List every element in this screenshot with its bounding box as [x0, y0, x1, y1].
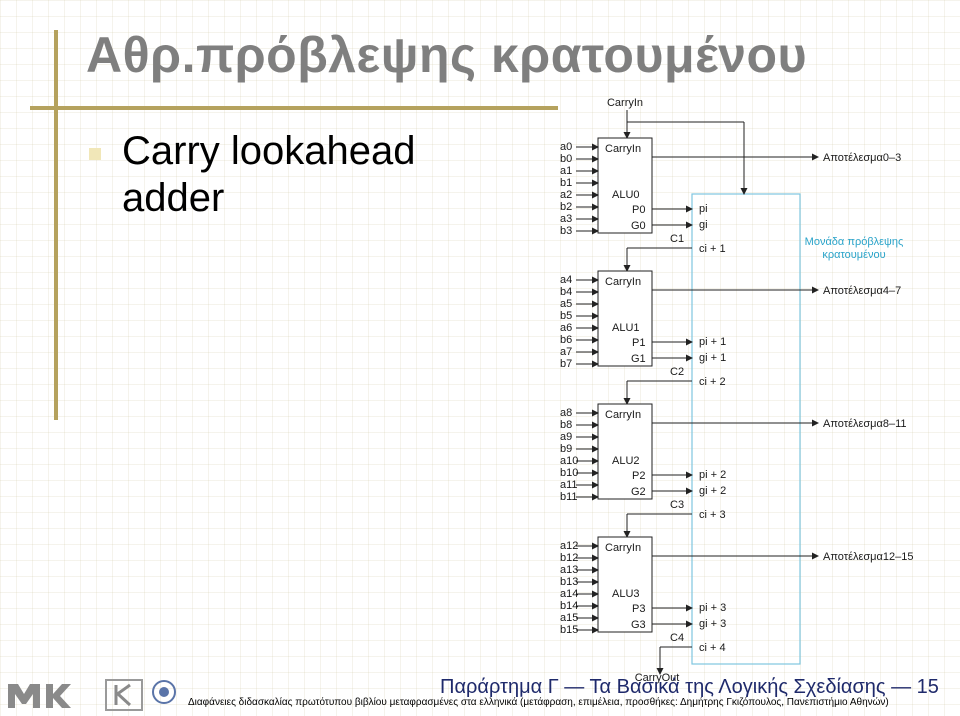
- alu-input-label: b10: [560, 467, 578, 479]
- alu-input-label: b0: [560, 153, 572, 165]
- alu-carry-in-label: CarryIn: [605, 143, 641, 155]
- title-accent-horizontal-line: [30, 106, 558, 110]
- alu-input-label: b12: [560, 552, 578, 564]
- alu-name: ALU2: [612, 455, 640, 467]
- alu-p-output: P1: [632, 337, 645, 349]
- carry-name-label: C2: [670, 366, 684, 378]
- alu-input-label: a10: [560, 455, 578, 467]
- alu-input-label: b9: [560, 443, 572, 455]
- alu-p-output: P2: [632, 470, 645, 482]
- bullet-text: Carry lookahead adder: [122, 129, 416, 220]
- alu-input-label: b5: [560, 310, 572, 322]
- alu-input-label: a8: [560, 407, 572, 419]
- unit-carry-label: ci + 2: [699, 376, 726, 388]
- title-accent-vertical-line: [54, 30, 58, 420]
- alu-input-label: b6: [560, 334, 572, 346]
- alu-input-label: a2: [560, 189, 572, 201]
- alu-g-output: G1: [631, 353, 646, 365]
- alu-box-0: [597, 137, 653, 234]
- alu-input-label: a15: [560, 612, 578, 624]
- alu-input-label: a9: [560, 431, 572, 443]
- unit-p-label: pi + 2: [699, 469, 726, 481]
- alu-g-output: G3: [631, 619, 646, 631]
- alu-input-label: b7: [560, 358, 572, 370]
- alu-name: ALU3: [612, 588, 640, 600]
- alu-input-label: a3: [560, 213, 572, 225]
- alu-input-label: a11: [560, 479, 578, 491]
- unit-g-label: gi + 1: [699, 352, 726, 364]
- alu-carry-in-label: CarryIn: [605, 409, 641, 421]
- alu-box-2: [597, 403, 653, 500]
- alu-input-label: b8: [560, 419, 572, 431]
- unit-p-label: pi + 1: [699, 336, 726, 348]
- unit-p-label: pi: [699, 203, 708, 215]
- alu-input-label: b14: [560, 600, 578, 612]
- alu-g-output: G2: [631, 486, 646, 498]
- top-carry-in-label: CarryIn: [607, 97, 643, 109]
- unit-carry-label: ci + 1: [699, 243, 726, 255]
- alu-p-output: P3: [632, 603, 645, 615]
- alu-input-label: a5: [560, 298, 572, 310]
- footer-note: Διαφάνειες διδασκαλίας πρωτότυπου βιβλίο…: [188, 697, 889, 708]
- unit-p-label: pi + 3: [699, 602, 726, 614]
- alu-result-label: Αποτέλεσμα8–11: [823, 418, 907, 430]
- alu-result-label: Αποτέλεσμα4–7: [823, 285, 901, 297]
- unit-g-label: gi + 2: [699, 485, 726, 497]
- alu-carry-in-label: CarryIn: [605, 276, 641, 288]
- unit-g-label: gi: [699, 219, 708, 231]
- unit-g-label: gi + 3: [699, 618, 726, 630]
- alu-input-label: a4: [560, 274, 572, 286]
- publisher-logo-icon: [8, 679, 176, 711]
- alu-input-label: b2: [560, 201, 572, 213]
- alu-p-output: P0: [632, 204, 645, 216]
- unit-label-line1: Μονάδα πρόβλεψης: [805, 236, 904, 248]
- carry-name-label: C3: [670, 499, 684, 511]
- alu-input-label: a1: [560, 165, 572, 177]
- carry-name-label: C1: [670, 233, 684, 245]
- alu-name: ALU1: [612, 322, 640, 334]
- carry-name-label: C4: [670, 632, 684, 644]
- carry-lookahead-unit-box: [691, 193, 801, 665]
- alu-name: ALU0: [612, 189, 640, 201]
- unit-carry-label: ci + 3: [699, 509, 726, 521]
- alu-input-label: b1: [560, 177, 572, 189]
- alu-result-label: Αποτέλεσμα0–3: [823, 152, 901, 164]
- unit-carry-label: ci + 4: [699, 642, 726, 654]
- alu-input-label: a13: [560, 564, 578, 576]
- slide-title: Αθρ.πρόβλεψης κρατουμένου: [86, 27, 808, 83]
- alu-input-label: b11: [560, 491, 578, 503]
- alu-input-label: b4: [560, 286, 572, 298]
- footer-title: Παράρτημα Γ — Τα Βασικά της Λογικής Σχεδ…: [440, 676, 939, 698]
- carry-out-label: CarryOut: [635, 672, 680, 684]
- alu-input-label: a12: [560, 540, 578, 552]
- alu-input-label: b13: [560, 576, 578, 588]
- alu-input-label: a7: [560, 346, 572, 358]
- alu-result-label: Αποτέλεσμα12–15: [823, 551, 913, 563]
- alu-input-label: b3: [560, 225, 572, 237]
- alu-input-label: b15: [560, 624, 578, 636]
- alu-g-output: G0: [631, 220, 646, 232]
- alu-input-label: a14: [560, 588, 578, 600]
- alu-input-label: a6: [560, 322, 572, 334]
- alu-carry-in-label: CarryIn: [605, 542, 641, 554]
- unit-label-line2: κρατουμένου: [822, 249, 885, 261]
- alu-input-label: a0: [560, 141, 572, 153]
- bullet-marker-icon: [89, 148, 101, 160]
